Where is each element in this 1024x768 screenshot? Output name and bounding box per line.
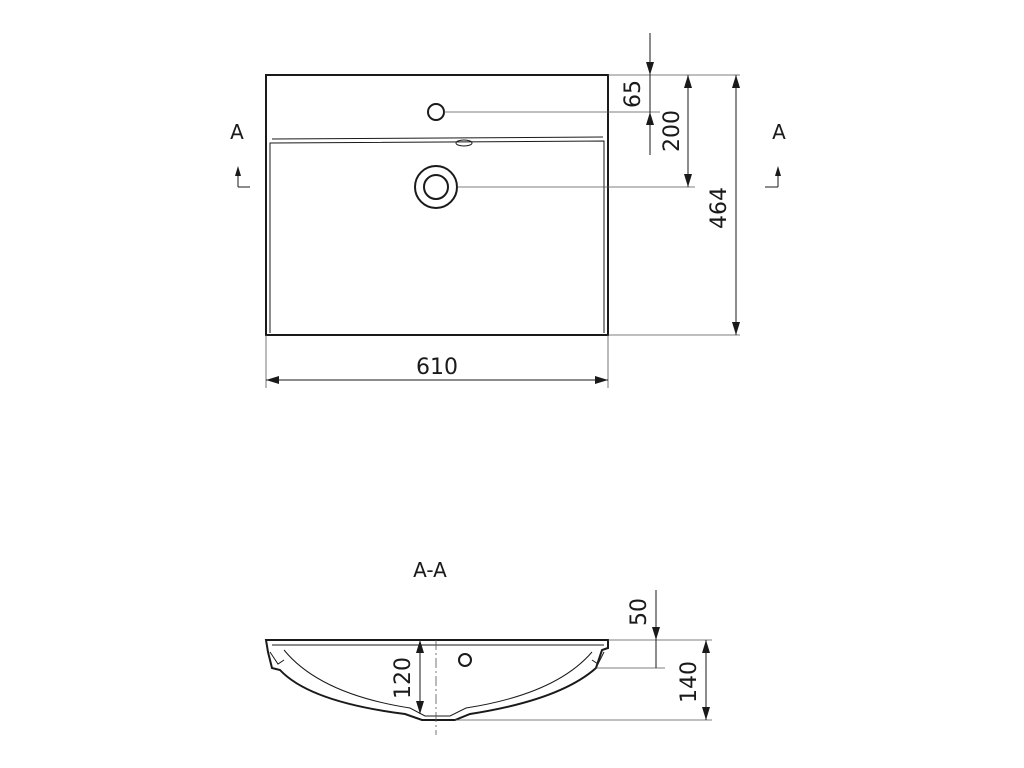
dim-200: 200 [660, 75, 692, 187]
dim-120-label: 120 [391, 657, 416, 699]
section-marker-right-label: A [772, 120, 786, 144]
dim-610-label: 610 [416, 355, 458, 380]
dim-65: 65 [621, 33, 654, 155]
dim-50-label: 50 [627, 598, 652, 626]
section-marker-left: A [230, 120, 250, 188]
section-inner-curve [283, 649, 593, 717]
tap-hole [427, 103, 445, 121]
section-marker-right: A [765, 120, 786, 188]
section-title: A-A [413, 558, 447, 582]
drain-outer [414, 165, 458, 209]
dim-50: 50 [627, 590, 660, 668]
drain-inner [423, 174, 449, 200]
section-overflow-hole [458, 653, 472, 667]
dim-65-label: 65 [621, 80, 646, 108]
overflow-slot [455, 139, 473, 147]
section-wall-right [591, 651, 605, 665]
dim-200-label: 200 [660, 110, 685, 152]
dim-464-label: 464 [707, 187, 732, 229]
section-wall-left [269, 651, 285, 665]
dim-140: 140 [677, 640, 710, 720]
section-marker-left-label: A [230, 120, 244, 144]
dim-120: 120 [391, 640, 424, 714]
bowl-inner-edge [269, 140, 605, 333]
basin-outline [265, 74, 609, 336]
section-view: A-A 50 140 [264, 558, 712, 735]
dim-610: 610 [265, 335, 609, 388]
top-view: 65 200 464 610 A [230, 33, 786, 388]
bowl-back-edge [271, 136, 604, 140]
dim-464: 464 [707, 75, 740, 335]
dim-140-label: 140 [677, 661, 702, 703]
